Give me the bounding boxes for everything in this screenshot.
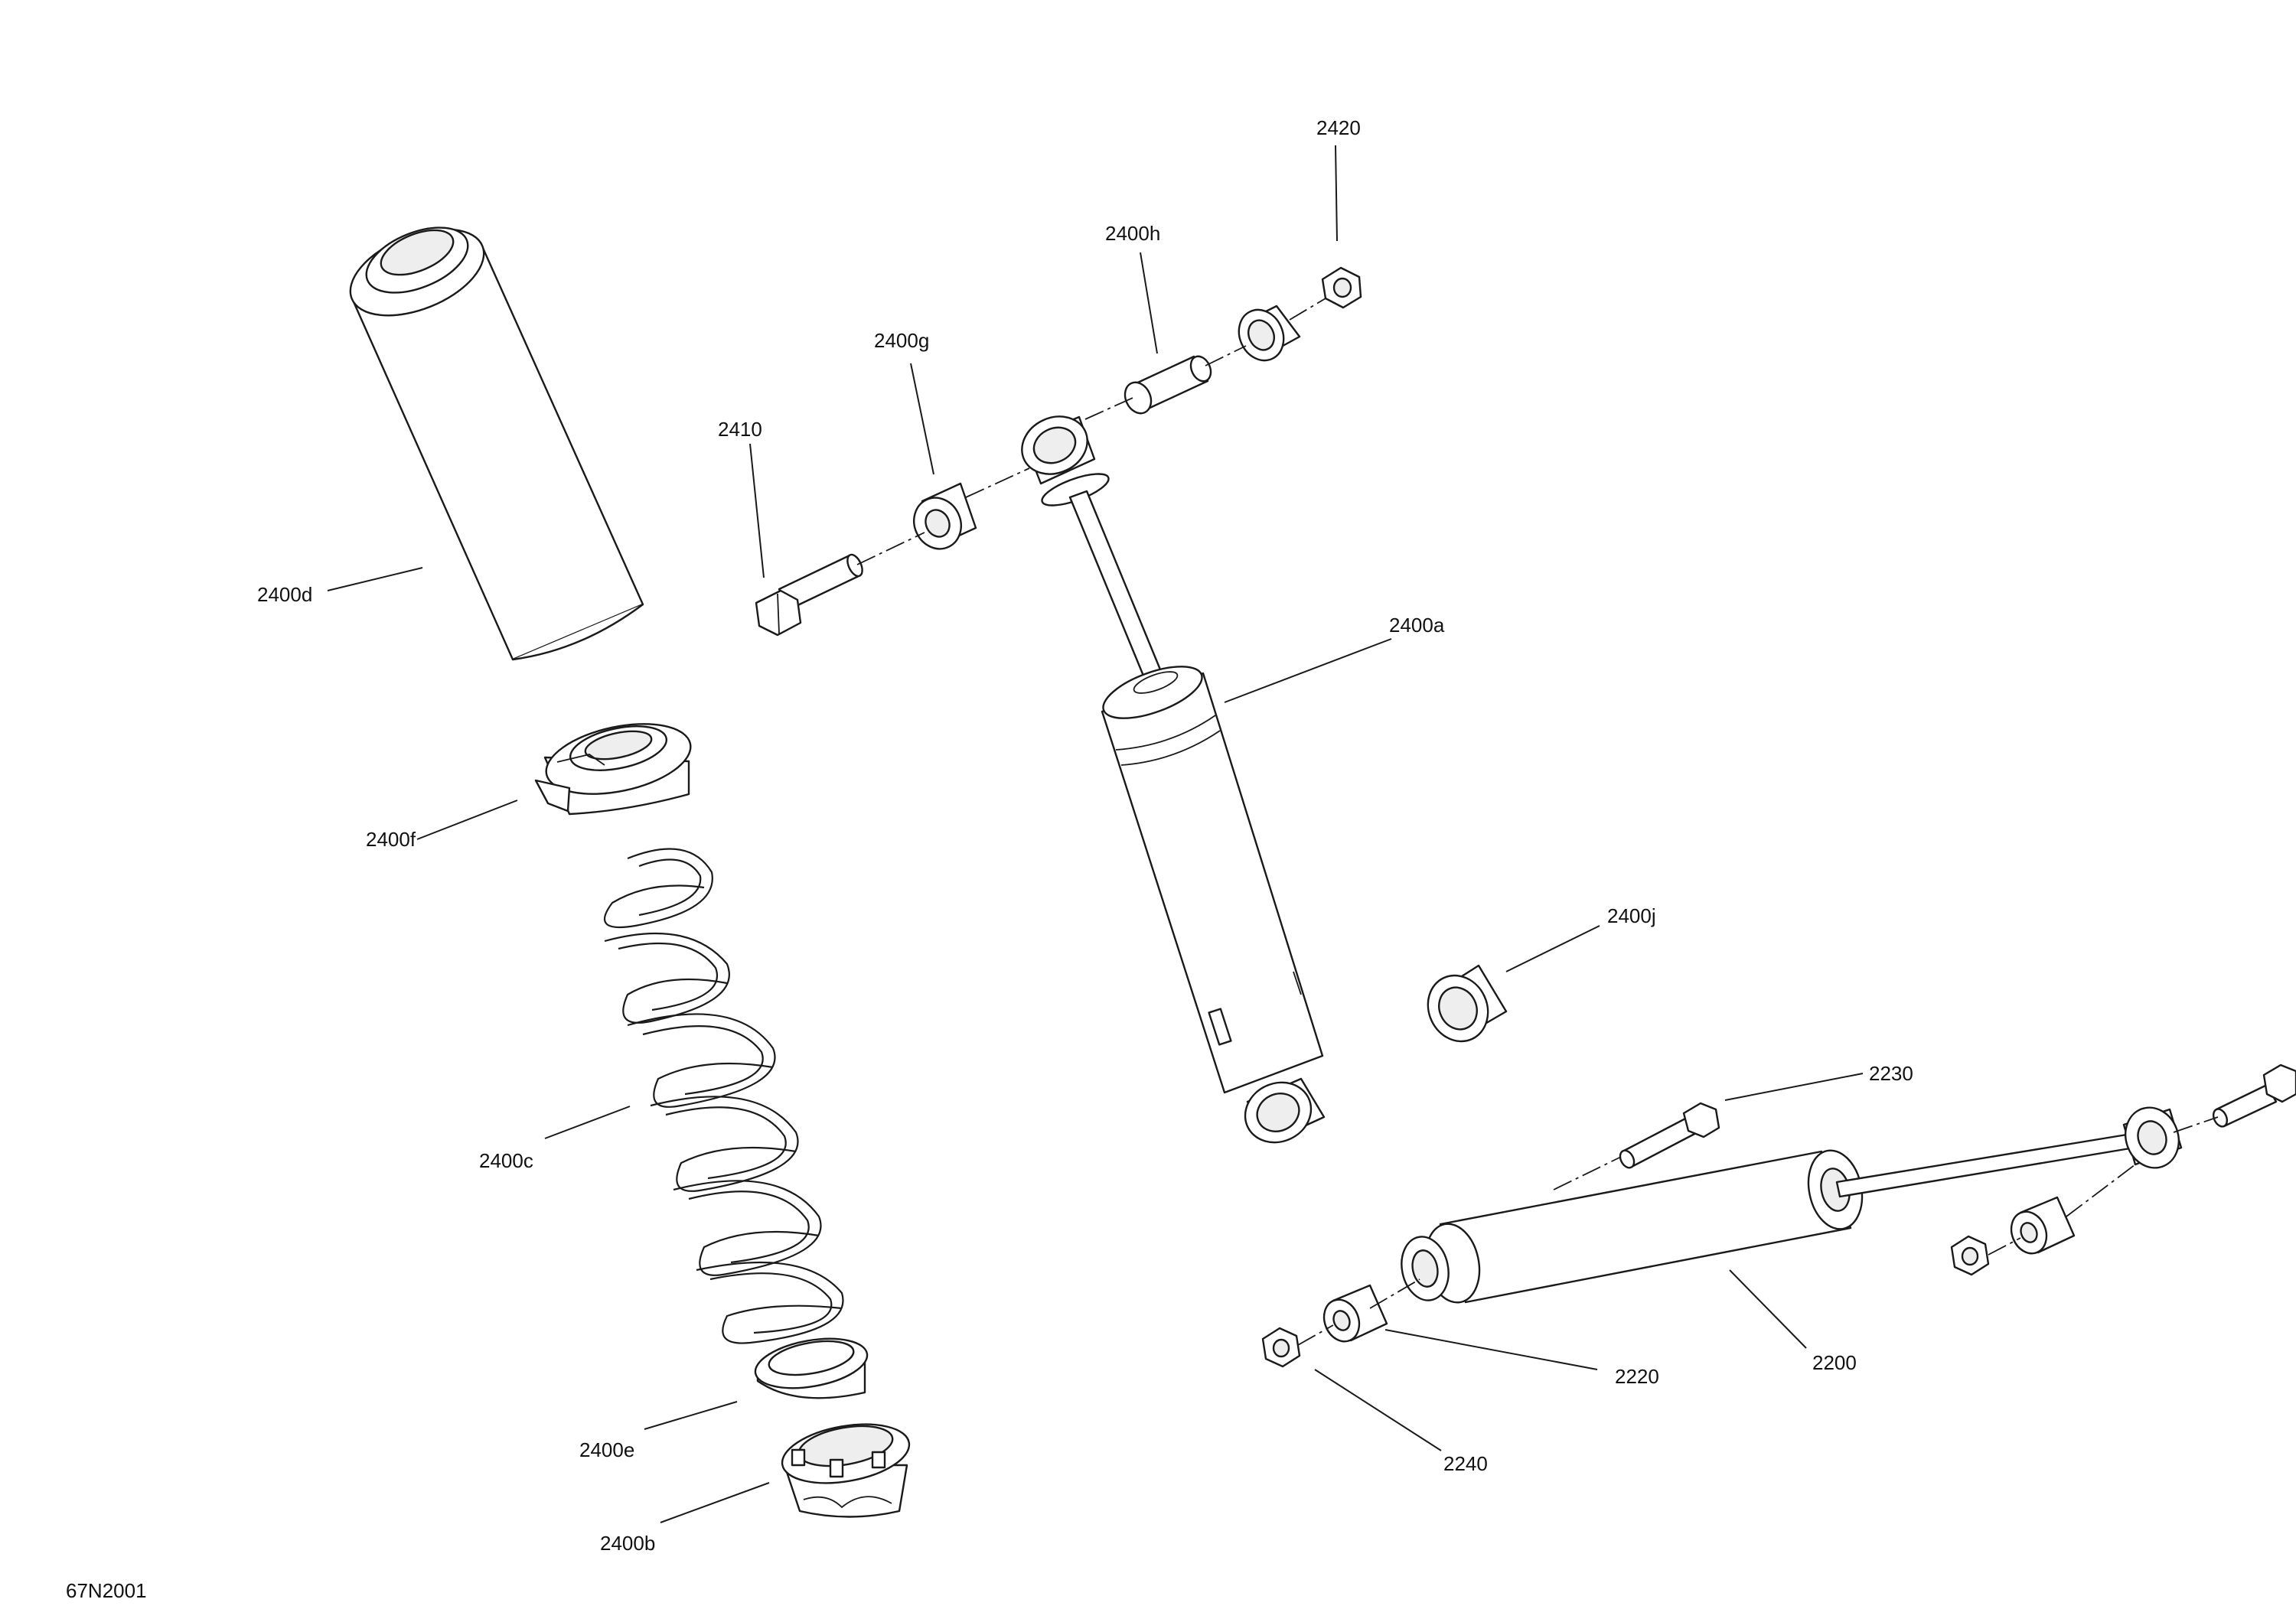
part-2200-damper[interactable] [1396,1100,2187,1308]
callout-2400b: 2400b [600,1532,655,1555]
assembly-axis-lines [856,298,2219,1346]
part-nut-right[interactable] [1950,1235,1990,1276]
part-spacer-right[interactable] [2005,1196,2076,1259]
part-2220-spacer[interactable] [1318,1284,1388,1347]
part-2420-nut[interactable] [1321,266,1362,309]
part-2240-nut[interactable] [1261,1327,1301,1368]
callout-2400e: 2400e [579,1438,634,1461]
part-2400e-spring-seat[interactable] [752,1331,871,1399]
part-bushing-upper[interactable] [1231,302,1301,367]
part-2400c-coil-spring[interactable] [604,848,844,1344]
part-2400d-cover[interactable] [338,212,644,661]
part-2400h-sleeve[interactable] [1120,353,1215,418]
callout-2240: 2240 [1443,1452,1488,1475]
callout-2230: 2230 [1869,1062,1913,1085]
callout-leaders [327,145,1864,1523]
callout-2400f: 2400f [366,828,416,851]
part-bolt-right[interactable] [2211,1063,2296,1129]
callout-2420: 2420 [1316,116,1361,139]
callout-2400g: 2400g [874,329,929,352]
part-2400g-bushing[interactable] [905,482,977,556]
part-2230-bolt[interactable] [1617,1102,1720,1170]
callout-2400h: 2400h [1105,222,1160,245]
callout-2400a: 2400a [1389,614,1445,637]
callout-2220: 2220 [1615,1365,1659,1388]
callout-2400d: 2400d [257,583,312,606]
callout-2400c: 2400c [479,1149,533,1172]
diagram-code: 67N2001 [66,1579,147,1602]
part-2400b-adjuster[interactable] [778,1415,914,1518]
callout-2400j: 2400j [1607,904,1656,927]
callout-2200: 2200 [1812,1351,1857,1374]
callout-2410: 2410 [718,418,762,441]
part-2400f-retainer[interactable] [534,712,697,816]
part-2400j-bushing[interactable] [1417,964,1508,1051]
part-2410-bolt[interactable] [755,552,866,637]
part-2400a-shock[interactable] [1013,406,1326,1153]
